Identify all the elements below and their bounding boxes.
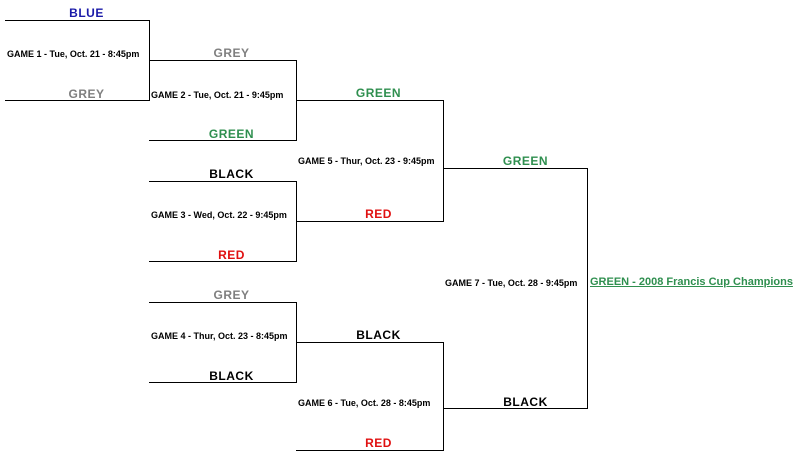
game5-label: GAME 5 - Thur, Oct. 23 - 9:45pm <box>298 156 435 166</box>
game3-bottom-team: RED <box>218 248 245 262</box>
game7-label: GAME 7 - Tue, Oct. 28 - 9:45pm <box>445 278 578 288</box>
game6-bottom-line <box>296 450 444 451</box>
game3-top-line <box>149 181 297 182</box>
game2-top-line <box>149 60 297 61</box>
game7-top-team: GREEN <box>502 154 549 168</box>
game3-bottom-line <box>149 261 297 262</box>
game2-label: GAME 2 - Tue, Oct. 21 - 9:45pm <box>151 90 284 100</box>
game4-bottom-line <box>149 382 297 383</box>
game4-top-team: GREY <box>213 288 250 302</box>
game2-bottom-team: GREEN <box>208 127 255 141</box>
game2-bottom-line <box>149 140 297 141</box>
game3-label: GAME 3 - Wed, Oct. 22 - 9:45pm <box>151 210 287 220</box>
game5-top-line <box>296 100 444 101</box>
game5-bottom-team: RED <box>365 207 392 221</box>
game6-label: GAME 6 - Tue, Oct. 28 - 8:45pm <box>298 398 431 408</box>
game1-label: GAME 1 - Tue, Oct. 21 - 8:45pm <box>7 49 140 59</box>
game4-bottom-team: BLACK <box>209 369 254 383</box>
game1-top-team: BLUE <box>69 6 104 20</box>
game1-bottom-team: GREY <box>68 87 105 101</box>
game5-top-team: GREEN <box>355 86 402 100</box>
champion-link[interactable]: GREEN - 2008 Francis Cup Champions <box>590 276 793 288</box>
game6-top-team: BLACK <box>356 328 401 342</box>
game3-top-team: BLACK <box>209 167 254 181</box>
game7-top-line <box>443 168 588 169</box>
game4-label: GAME 4 - Thur, Oct. 23 - 8:45pm <box>151 331 288 341</box>
game1-top-line <box>5 20 150 21</box>
game7-bottom-team: BLACK <box>503 395 548 409</box>
game1-bottom-line <box>5 100 150 101</box>
game5-connector <box>443 100 444 222</box>
game2-top-team: GREY <box>213 46 250 60</box>
game6-top-line <box>296 342 444 343</box>
game4-top-line <box>149 302 297 303</box>
game7-connector <box>587 168 588 409</box>
game6-bottom-team: RED <box>365 436 392 450</box>
game5-bottom-line <box>296 221 444 222</box>
game6-connector <box>443 342 444 451</box>
game7-bottom-line <box>443 408 588 409</box>
